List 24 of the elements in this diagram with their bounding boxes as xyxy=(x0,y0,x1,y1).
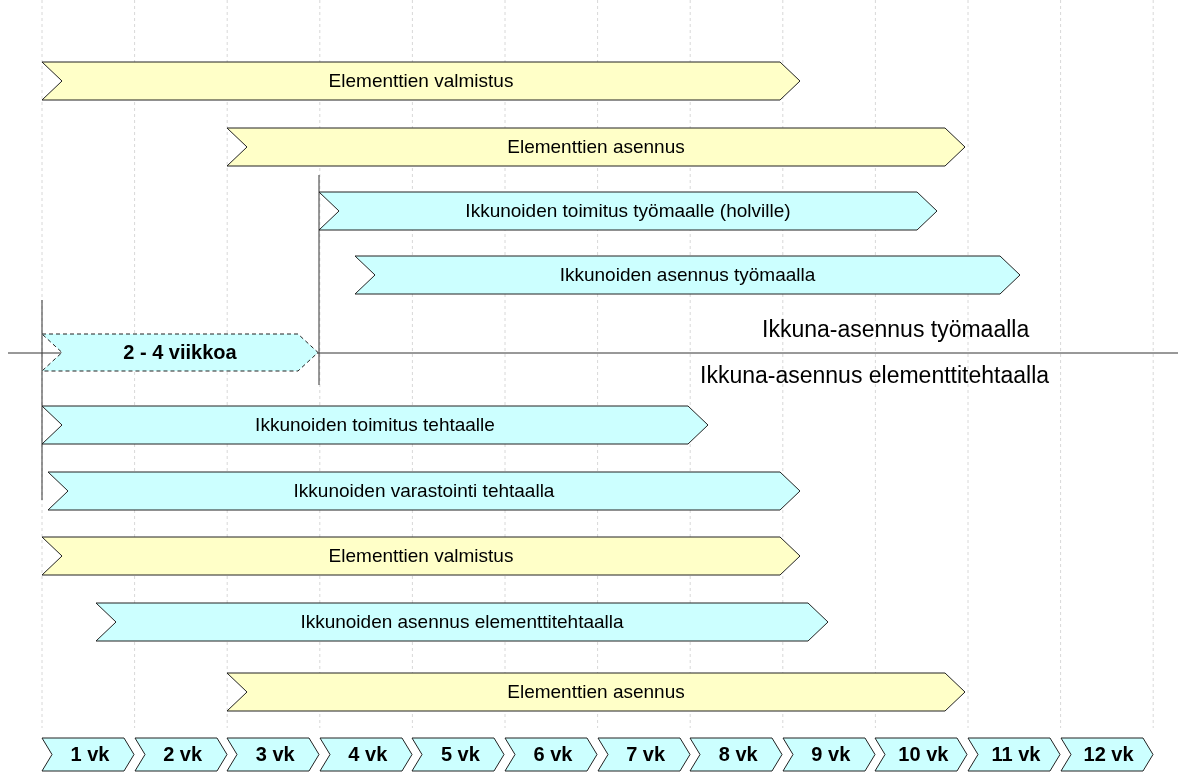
week-tab: 8 vk xyxy=(690,738,783,771)
week-tab: 9 vk xyxy=(782,738,875,771)
week-tab: 10 vk xyxy=(875,738,968,771)
task-bar: Ikkunoiden toimitus työmaalle (holville) xyxy=(319,192,937,230)
week-tab: 7 vk xyxy=(597,738,690,771)
task-bar: Ikkunoiden asennus työmaalla xyxy=(355,256,1020,294)
week-tab: 3 vk xyxy=(227,738,320,771)
week-tab: 12 vk xyxy=(1060,738,1153,771)
task-bar: Elementtien asennus xyxy=(227,673,965,711)
task-bar: Elementtien valmistus xyxy=(42,537,800,575)
task-bar: Ikkunoiden asennus elementtitehtaalla xyxy=(96,603,828,641)
task-bar: Elementtien asennus xyxy=(227,128,965,166)
week-tab: 6 vk xyxy=(505,738,597,771)
week-tab: 4 vk xyxy=(319,738,412,771)
task-bar: Elementtien valmistus xyxy=(42,62,800,100)
section-label: Ikkuna-asennus elementtitehtaalla xyxy=(700,362,1050,389)
week-tab: 11 vk xyxy=(968,738,1060,771)
week-tab: 5 vk xyxy=(412,738,505,771)
duration-bar: 2 - 4 viikkoa xyxy=(42,334,318,371)
task-bar: Ikkunoiden toimitus tehtaalle xyxy=(42,406,708,444)
task-bar: Ikkunoiden varastointi tehtaalla xyxy=(48,472,800,510)
section-label: Ikkuna-asennus työmaalla xyxy=(762,316,1030,343)
week-tab: 1 vk xyxy=(42,738,134,771)
week-tab: 2 vk xyxy=(134,738,227,771)
